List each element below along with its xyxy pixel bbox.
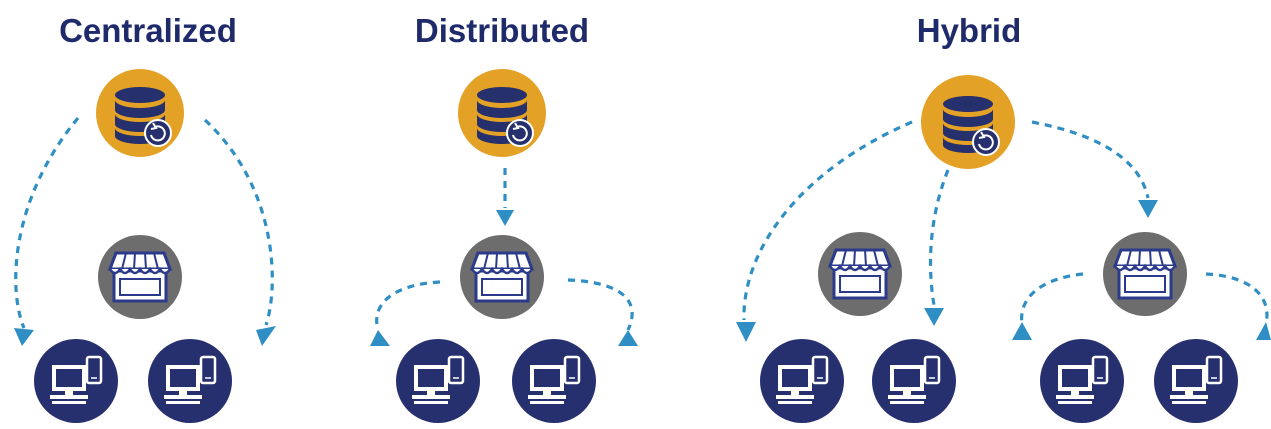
distributed-pc1-node [396, 339, 480, 423]
centralized-pc1-node [34, 339, 118, 423]
store-icon [108, 251, 172, 303]
arrow-store-to-pc1-distributed [375, 280, 441, 331]
arrow-db-to-pc2-hybrid [928, 169, 950, 306]
distributed-pc2-node [512, 339, 596, 423]
arrow-store-to-pc2-distributed [567, 278, 634, 331]
arrow-store2-to-pc4-hybrid [1205, 272, 1269, 325]
arrow-store2-to-pc3-hybrid [1020, 272, 1084, 325]
arrow-db-to-store2-hybrid [1031, 120, 1150, 199]
hybrid-database-node [921, 75, 1015, 169]
arrow-db-to-pc1-hybrid [742, 120, 913, 321]
arrow-head-icon [618, 330, 638, 346]
arrow-db-to-pc1-centralized [14, 116, 80, 329]
arrow-head-icon [256, 326, 276, 346]
hybrid-title: Hybrid [917, 12, 1022, 49]
arrow-head-icon [924, 308, 944, 326]
arrow-head-icon [496, 210, 514, 226]
centralized-title: Centralized [59, 12, 237, 49]
hybrid-pc3-node [1040, 339, 1124, 423]
arrows-layer [14, 116, 1271, 346]
store-icon [470, 251, 534, 303]
arrow-head-icon [1012, 322, 1032, 340]
hybrid-store1-node [818, 232, 902, 316]
distributed-store-node [460, 235, 544, 319]
hybrid-store2-node [1103, 232, 1187, 316]
store-icon [1113, 248, 1177, 300]
arrow-head-icon [14, 328, 34, 346]
hybrid-pc4-node [1154, 339, 1238, 423]
hybrid-pc1-node [760, 339, 844, 423]
arrow-head-icon [1256, 322, 1271, 340]
centralized-pc2-node [148, 339, 232, 423]
distributed-database-node [458, 69, 546, 157]
arrow-head-icon [736, 322, 756, 342]
arrow-head-icon [370, 330, 390, 346]
arrow-head-icon [1138, 200, 1158, 218]
distributed-title: Distributed [415, 12, 589, 49]
centralized-store-node [98, 235, 182, 319]
store-icon [828, 248, 892, 300]
centralized-database-node [96, 69, 184, 157]
hybrid-pc2-node [872, 339, 956, 423]
arrow-db-to-pc2-centralized [203, 118, 274, 326]
